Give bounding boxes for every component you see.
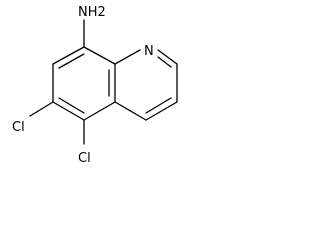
bond-c7-c8 [52, 46, 85, 65]
molecule-drawing: NH2 N Cl Cl [12, 5, 178, 166]
bond-c8-c8a [83, 46, 116, 65]
amine-label: NH2 [78, 5, 106, 20]
bond-c6-cl [29, 101, 54, 117]
ring-nitrogen-label: N [144, 44, 154, 59]
bond-c5-c6 [52, 101, 85, 121]
bond-n1-c2 [157, 49, 178, 65]
double-bond-inner-c5-c6 [58, 97, 85, 114]
bond-c3-c4 [145, 101, 178, 121]
chlorine-6-label: Cl [12, 120, 25, 135]
chlorine-5-label: Cl [78, 151, 91, 166]
double-bond-inner-n1-c2 [157, 56, 172, 68]
double-bond-inner-c7-c8 [58, 53, 85, 69]
double-bond-inner-c3-c4 [145, 97, 172, 114]
bond-c8a-n1 [114, 49, 141, 65]
bond-c4a-c5 [83, 101, 116, 121]
bond-c4-c4a [114, 101, 147, 121]
structure-canvas: NH2 N Cl Cl [0, 0, 190, 177]
